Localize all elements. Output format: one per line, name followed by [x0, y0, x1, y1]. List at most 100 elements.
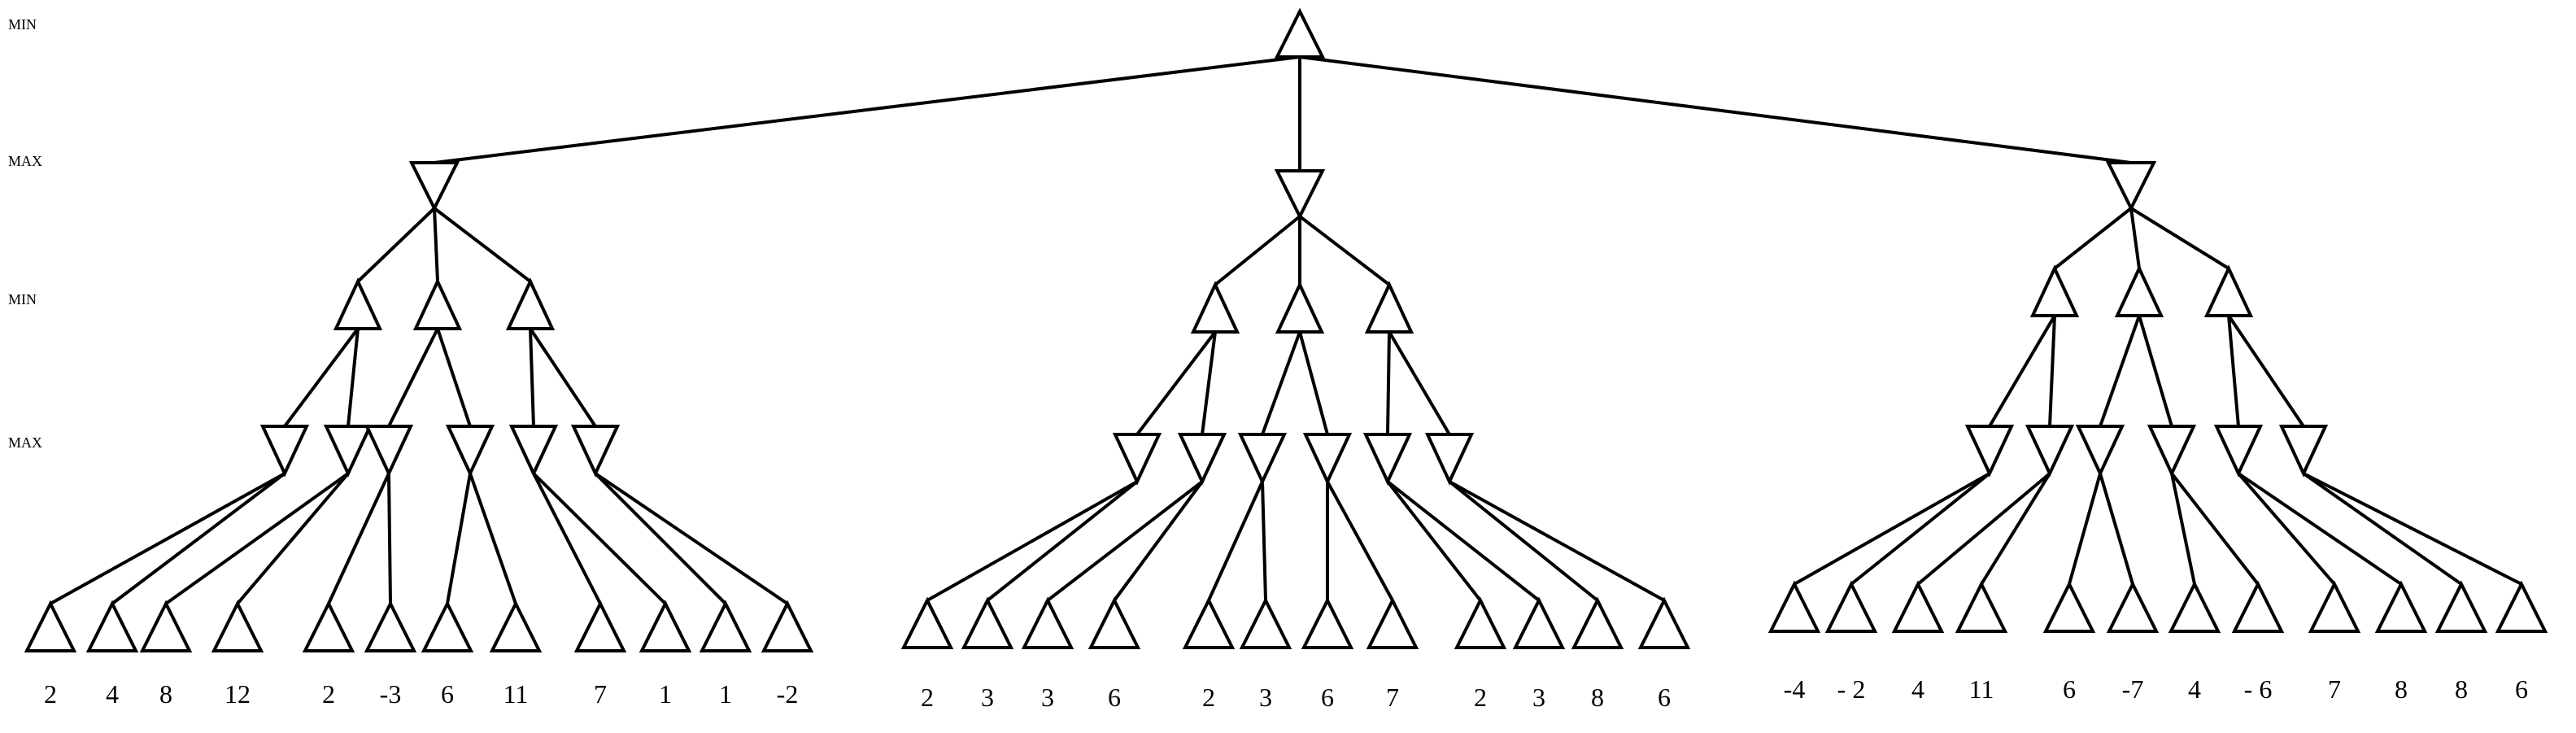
edge-to-leaf-1-1-2-2: [236, 472, 350, 605]
max-node-2-3-1: [1362, 433, 1413, 486]
edge-to-leaf-3-2-2-1: [2170, 473, 2196, 585]
root-min-node: [1274, 7, 1326, 59]
level-label-max-3: MAX: [8, 434, 43, 451]
leaf-value: 1: [659, 679, 672, 709]
max-node-2-2-2: [1302, 433, 1353, 486]
leaf-value: 4: [106, 679, 119, 709]
edge-to-leaf-3-3-2-2: [2303, 472, 2522, 586]
leaf-value: 4: [1911, 674, 1924, 704]
max-node-3-1-2: [2025, 425, 2075, 478]
edge-min-2-1-to-max-2: [1201, 331, 1217, 435]
leaf-node-2-1-2-2: [1087, 596, 1141, 649]
edge-to-leaf-1-3-1-1: [532, 473, 602, 604]
min-node-2-2: [1275, 281, 1325, 334]
leaf-value: 7: [594, 679, 607, 709]
leaf-value: 2: [1474, 683, 1487, 712]
edge-to-leaf-3-1-1-2: [1850, 472, 1991, 586]
leaf-value: -7: [2122, 674, 2144, 704]
leaf-node-1-3-1-1: [573, 600, 627, 652]
leaf-node-2-3-2-2: [1637, 596, 1691, 649]
edge-min-1-3-to-max-1: [529, 328, 535, 427]
edge-max-2-to-min-2-1: [1214, 215, 1301, 286]
leaf-node-2-2-2-2: [1366, 596, 1419, 649]
leaf-node-2-1-1-2: [961, 596, 1014, 649]
leaf-node-2-2-1-2: [1239, 596, 1292, 649]
max-node-3-3-1: [2213, 425, 2264, 478]
leaf-value: 2: [921, 683, 934, 712]
leaf-value: - 2: [1837, 674, 1866, 704]
edge-min-1-1-to-max-2: [347, 328, 360, 427]
edge-to-leaf-3-1-2-1: [1916, 472, 2051, 586]
leaf-value: 1: [719, 679, 732, 709]
edge-to-leaf-1-3-1-2: [532, 472, 667, 605]
max-node-1-1-1: [259, 425, 310, 478]
edge-to-leaf-2-2-2-2: [1326, 481, 1394, 601]
max-node-1-2-2: [445, 425, 495, 478]
edge-min-2-3-to-max-1: [1386, 331, 1391, 435]
leaf-value: 2: [322, 679, 335, 709]
leaf-value: 7: [1386, 683, 1399, 712]
edge-to-leaf-2-2-1-1: [1207, 481, 1264, 601]
edge-to-leaf-3-2-1-2: [2099, 473, 2134, 585]
leaf-value: 6: [2515, 674, 2528, 704]
edge-to-leaf-2-1-1-1: [926, 480, 1138, 602]
leaf-node-3-2-1-1: [2042, 580, 2096, 633]
edge-to-leaf-2-2-1-2: [1261, 481, 1267, 601]
edge-root-to-max-1: [434, 55, 1301, 164]
leaf-node-3-1-1-1: [1767, 580, 1821, 633]
leaf-node-3-2-2-2: [2231, 580, 2285, 633]
edge-to-leaf-2-3-2-2: [1449, 480, 1665, 602]
leaf-node-1-2-1-1: [302, 600, 355, 652]
edge-min-3-2-to-max-1: [2099, 315, 2141, 427]
edge-to-leaf-1-1-1-2: [111, 472, 286, 605]
max-node-2: [1274, 169, 1326, 220]
edge-max-1-to-min-1-1: [356, 207, 436, 283]
edge-min-2-1-to-max-1: [1135, 330, 1217, 436]
leaf-node-1-1-2-1: [139, 600, 193, 652]
edge-max-1-to-min-1-2: [433, 207, 439, 282]
edge-min-1-3-to-max-2: [529, 327, 597, 428]
edge-min-2-2-to-max-1: [1261, 331, 1301, 435]
edge-min-3-3-to-max-1: [2227, 315, 2240, 427]
leaf-value: 2: [44, 679, 57, 709]
max-node-2-1-1: [1112, 433, 1162, 486]
edge-to-leaf-2-1-1-2: [986, 480, 1139, 602]
leaf-value: 6: [1108, 683, 1121, 712]
min-node-3-1: [2029, 264, 2080, 317]
edge-to-leaf-1-3-2-2: [594, 472, 789, 605]
leaf-value: 3: [1532, 683, 1545, 712]
edge-to-leaf-1-1-1-1: [50, 472, 285, 605]
max-node-2-2-1: [1237, 433, 1288, 486]
edge-to-leaf-1-2-1-2: [387, 473, 392, 604]
leaf-node-2-2-1-1: [1182, 596, 1236, 649]
level-label-max-1: MAX: [8, 153, 43, 169]
leaf-node-3-3-2-2: [2495, 580, 2548, 633]
level-label-min-root: MIN: [8, 16, 37, 33]
leaf-node-1-2-2-1: [421, 600, 474, 652]
edge-to-leaf-1-2-1-1: [327, 473, 390, 604]
edge-min-1-1-to-max-1: [283, 327, 360, 428]
leaf-value: 6: [2063, 674, 2076, 704]
edge-root-to-max-3: [1299, 55, 2132, 164]
min-node-3-3: [2203, 264, 2254, 317]
edge-min-3-1-to-max-1: [1988, 314, 2056, 428]
edge-to-leaf-1-3-2-1: [594, 472, 727, 605]
leaf-node-1-1-2-2: [211, 600, 264, 652]
max-node-3-1-1: [1964, 425, 2015, 478]
edge-to-leaf-2-1-2-1: [1046, 480, 1204, 602]
max-node-3-2-2: [2147, 425, 2197, 478]
edge-max-2-to-min-2-3: [1298, 215, 1391, 286]
leaf-node-2-3-1-1: [1454, 596, 1507, 649]
edge-max-1-to-min-1-3: [433, 207, 532, 283]
leaf-value: 4: [2188, 674, 2201, 704]
min-node-1-2: [412, 277, 463, 330]
min-node-3-2: [2114, 264, 2164, 317]
leaf-value: 8: [159, 679, 172, 709]
leaf-node-2-2-2-1: [1301, 596, 1354, 649]
max-node-1-3-2: [570, 425, 621, 478]
max-node-1: [408, 161, 460, 212]
edge-to-leaf-3-3-1-1: [2237, 472, 2336, 586]
leaf-node-1-3-2-1: [699, 600, 752, 652]
edge-to-leaf-1-2-2-2: [469, 473, 517, 604]
